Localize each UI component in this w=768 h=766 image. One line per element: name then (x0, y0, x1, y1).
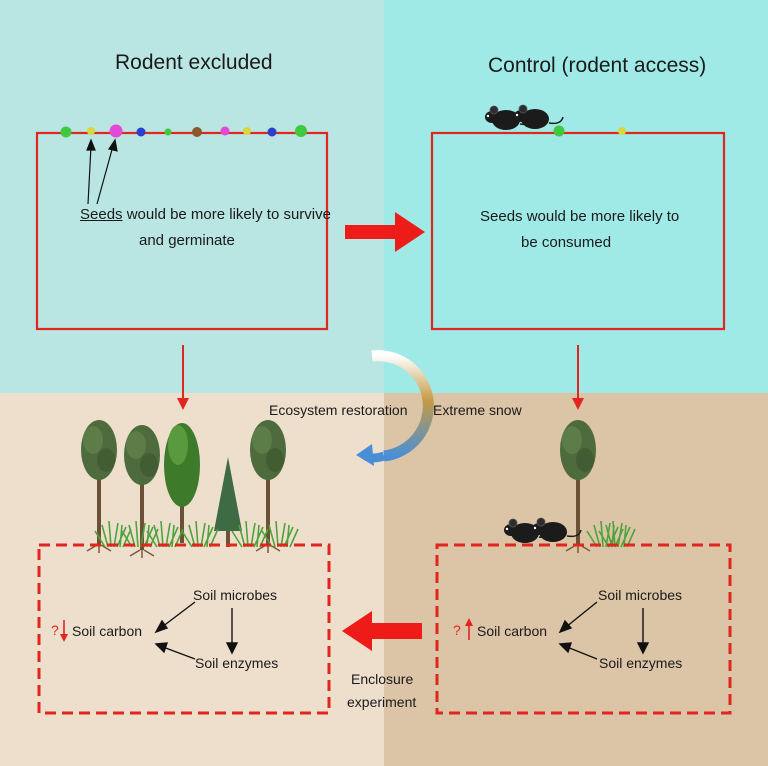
rodent-excluded-text-line1: Seeds would be more likely to survive (80, 206, 331, 223)
seeds-right (553, 125, 626, 137)
question-mark-right: ? (453, 622, 461, 638)
enclosure-label-line2: experiment (347, 694, 417, 710)
soil-enzymes-right: Soil enzymes (599, 655, 683, 671)
soil-carbon-right: Soil carbon (477, 623, 548, 639)
control-soil-box (435, 543, 732, 715)
seeds-left (60, 124, 307, 138)
ecosystem-restoration-label: Ecosystem restoration (269, 402, 408, 418)
soil-microbes-right: Soil microbes (598, 587, 683, 603)
extreme-snow-label: Extreme snow (433, 402, 522, 418)
soil-enzymes-left: Soil enzymes (195, 655, 279, 671)
soil-microbes-left: Soil microbes (193, 587, 278, 603)
rodent-excluded-soil-box (37, 543, 331, 715)
rodent-excluded-text-line2: and germinate (139, 232, 235, 249)
control-title: Control (rodent access) (488, 54, 707, 77)
control-text-line2: be consumed (521, 234, 612, 251)
rodent-excluded-plot-box (35, 131, 329, 331)
enclosure-label-line1: Enclosure (351, 671, 414, 687)
quadrant-rodent-excluded-top (0, 0, 384, 393)
quadrant-control-top (384, 0, 768, 393)
control-plot-box (430, 131, 726, 331)
arrow-right-icon (345, 212, 425, 252)
arrow-left-icon (342, 611, 422, 651)
rodent-excluded-title: Rodent excluded (115, 51, 273, 74)
forest-left (80, 419, 299, 559)
soil-carbon-left: Soil carbon (72, 623, 143, 639)
mouse-icon-2 (513, 104, 564, 130)
question-mark-left: ? (51, 622, 59, 638)
cycle-arrow-icon (371, 350, 434, 462)
control-text-line1: Seeds would be more likely to (480, 208, 680, 225)
seed-sentence-rest: would be more likely to survive (122, 206, 331, 223)
mouse-icon-4 (531, 517, 582, 543)
seeds-word: Seeds (80, 206, 123, 223)
forest-right (559, 419, 636, 554)
